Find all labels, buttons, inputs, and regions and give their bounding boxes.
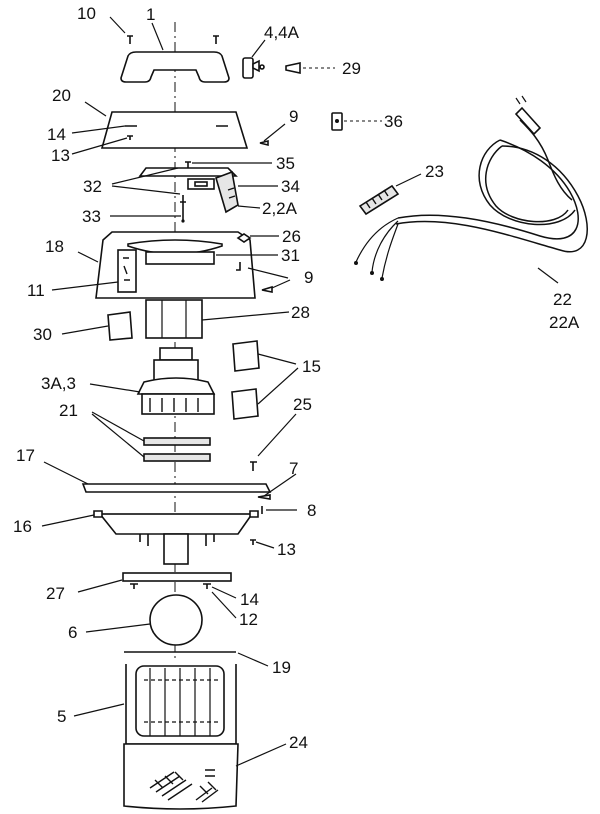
- callout-10: 10: [77, 4, 96, 23]
- callout-22: 22: [553, 290, 572, 309]
- part-36: [331, 112, 343, 131]
- part-28-block: [145, 299, 203, 339]
- callout-31: 31: [281, 246, 300, 265]
- part-top-cover: [100, 111, 269, 149]
- part-motor: [136, 347, 216, 415]
- callout-9-mid: 9: [304, 268, 313, 287]
- part-25: [250, 461, 257, 471]
- callout-35: 35: [276, 154, 295, 173]
- part-bracket-34: [138, 167, 239, 214]
- part-fastener-32-33: [180, 195, 186, 223]
- part-power-cord: [354, 95, 588, 281]
- leader-lines: [41, 16, 559, 767]
- callout-25: 25: [293, 395, 312, 414]
- callout-1: 1: [146, 5, 155, 24]
- callout-17: 17: [16, 446, 35, 465]
- part-29: [285, 62, 301, 74]
- callout-29: 29: [342, 59, 361, 78]
- callout-9-top: 9: [289, 107, 298, 126]
- callout-14-top: 14: [47, 125, 66, 144]
- callout-4-4a: 4,4A: [264, 23, 300, 42]
- callout-13-top: 13: [51, 146, 70, 165]
- part-strain-relief: [358, 184, 400, 216]
- callout-5: 5: [57, 707, 66, 726]
- part-30-pad: [107, 311, 133, 341]
- part-handle: [120, 51, 230, 83]
- callout-27: 27: [46, 584, 65, 603]
- callout-18: 18: [45, 237, 64, 256]
- callout-16: 16: [13, 517, 32, 536]
- callout-32: 32: [83, 177, 102, 196]
- callout-30: 30: [33, 325, 52, 344]
- callout-22a: 22A: [549, 313, 580, 332]
- callout-labels: 10 1 4,4A 29 20 9 36 14 13 35 23 32 34 2…: [13, 4, 580, 752]
- callout-23: 23: [425, 162, 444, 181]
- part-plate: [81, 483, 272, 493]
- callout-12: 12: [239, 610, 258, 629]
- part-bowl: [93, 510, 259, 565]
- callout-13-bottom: 13: [277, 540, 296, 559]
- part-motor-cover: [95, 231, 273, 299]
- callout-34: 34: [281, 177, 300, 196]
- callout-20: 20: [52, 86, 71, 105]
- callout-24: 24: [289, 733, 308, 752]
- callout-7: 7: [289, 459, 298, 478]
- part-ring: [122, 572, 232, 589]
- callout-26: 26: [282, 227, 301, 246]
- callout-11: 11: [27, 281, 45, 300]
- part-filter-bag: [123, 743, 239, 810]
- callout-36: 36: [384, 112, 403, 131]
- part-switch: [242, 57, 265, 79]
- callout-3a-3: 3A,3: [41, 374, 76, 393]
- part-cage: [124, 651, 237, 745]
- callout-33: 33: [82, 207, 101, 226]
- callout-28: 28: [291, 303, 310, 322]
- part-disc-filter: [149, 594, 203, 646]
- part-7-8: [257, 494, 271, 514]
- callout-15: 15: [302, 357, 321, 376]
- part-gaskets: [143, 437, 211, 462]
- callout-6: 6: [68, 623, 77, 642]
- part-screws-10: [127, 35, 219, 44]
- callout-21: 21: [59, 401, 78, 420]
- callout-14-bottom: 14: [240, 590, 259, 609]
- callout-8: 8: [307, 501, 316, 520]
- part-15-pads: [231, 340, 260, 420]
- callout-19: 19: [272, 658, 291, 677]
- callout-2-2a: 2,2A: [262, 199, 298, 218]
